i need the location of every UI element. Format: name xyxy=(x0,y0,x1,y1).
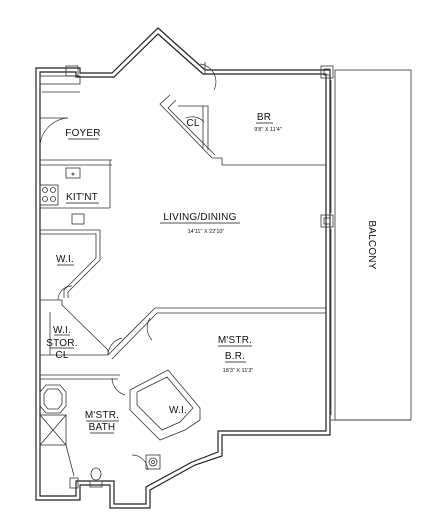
label-living: LIVING/DINING xyxy=(163,212,236,223)
label-master-dim: 18'3" X 11'3" xyxy=(223,368,254,374)
label-bath-2: BATH xyxy=(89,422,116,433)
vanity-sink-icon xyxy=(145,454,161,470)
label-wi-stor-1: W.I. xyxy=(53,325,71,336)
interior-walls xyxy=(40,62,326,441)
exterior-walls xyxy=(35,27,331,509)
label-master-wi: W.I. xyxy=(169,405,187,416)
sink-icon xyxy=(65,167,81,179)
label-wi: W.I. xyxy=(56,254,74,265)
label-wi-stor-2: STOR. xyxy=(46,338,77,349)
bathtub-icon xyxy=(39,384,67,414)
label-wi-stor-3: CL xyxy=(55,350,68,361)
label-br: BR xyxy=(257,112,271,123)
label-master-2: B.R. xyxy=(225,351,245,362)
label-master-1: M'STR. xyxy=(218,335,252,346)
label-br-closet: CL xyxy=(186,118,199,129)
doors xyxy=(39,63,217,471)
fixtures xyxy=(39,65,161,489)
label-balcony: BALCONY xyxy=(366,220,377,269)
toilet-icon xyxy=(90,467,102,481)
label-bath-1: M'STR. xyxy=(85,410,119,421)
stove-icon xyxy=(39,184,59,206)
room-labels: FOYER BR 9'8" X 11'4" CL KIT'NT LIVING/D… xyxy=(46,112,377,434)
label-kitnt: KIT'NT xyxy=(66,192,98,203)
balcony xyxy=(320,65,412,421)
label-br-dim: 9'8" X 11'4" xyxy=(254,127,282,133)
label-foyer: FOYER xyxy=(65,128,100,139)
label-living-dim: 14'11" X 22'10" xyxy=(188,229,225,235)
shower-icon xyxy=(39,414,67,446)
